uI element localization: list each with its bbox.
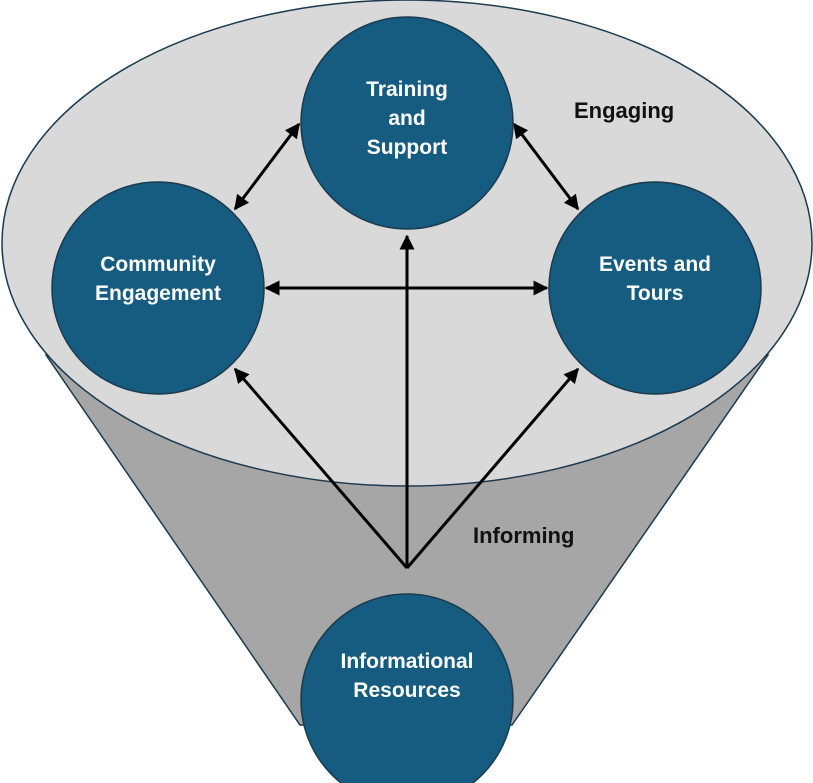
node-informational-label: Informational Resources (307, 647, 507, 705)
stage-engaging-label: Engaging (574, 98, 675, 123)
label-line: Support (366, 136, 448, 159)
arrow-training-events (512, 122, 580, 211)
label-line: Engagement (94, 282, 222, 305)
node-community-label: Community Engagement (58, 250, 258, 308)
arrow-info-to-events (405, 367, 580, 569)
arrow-info-to-community (233, 367, 409, 569)
arrow-community-training (233, 122, 301, 211)
stage-informing-label: Informing (473, 523, 575, 548)
node-community-circle (51, 181, 265, 395)
label-line: and (388, 107, 426, 130)
label-line: Tours (626, 282, 684, 305)
node-informational-circle (300, 593, 514, 783)
node-events-circle (548, 181, 762, 395)
label-line: Community (100, 253, 216, 276)
node-events-label: Events and Tours (555, 250, 755, 308)
node-training-label: Training and Support (307, 75, 507, 162)
label-line: Informational (340, 650, 474, 673)
label-line: Resources (353, 679, 461, 702)
label-line: Training (366, 78, 448, 101)
node-training-circle (300, 16, 514, 230)
label-line: Events and (598, 253, 712, 276)
